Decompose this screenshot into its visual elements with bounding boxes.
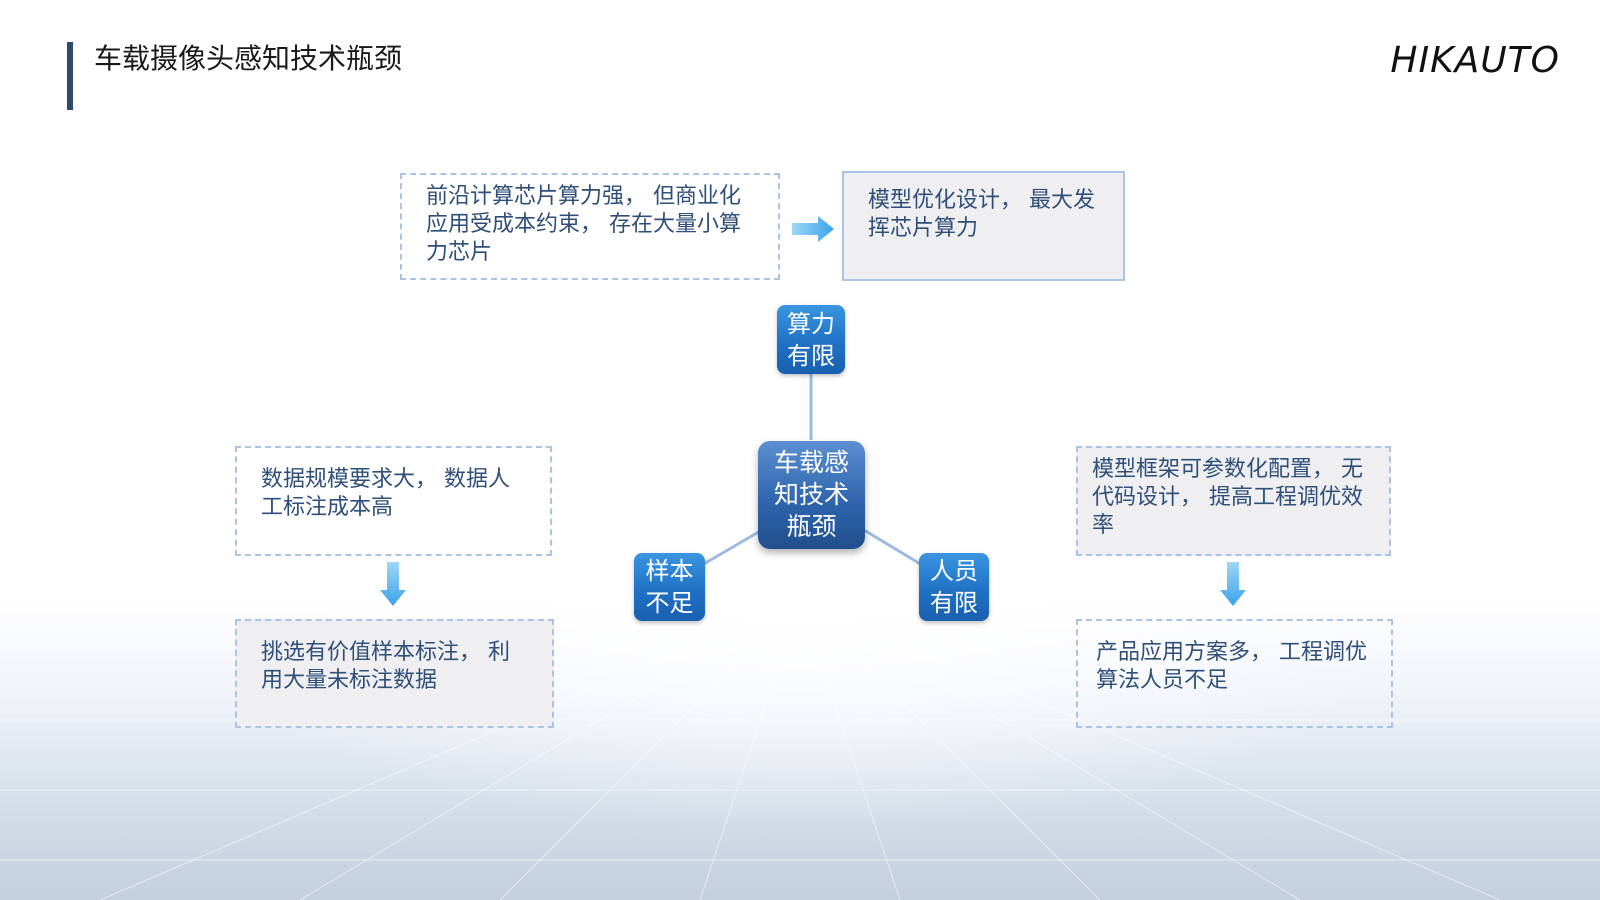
node-personnel: 人员有限 <box>919 553 989 621</box>
arrow-right-icon <box>792 216 834 242</box>
title-accent-bar <box>67 42 73 110</box>
node-center: 车载感知技术瓶颈 <box>758 441 865 549</box>
compute-problem-box: 前沿计算芯片算力强， 但商业化应用受成本约束， 存在大量小算力芯片 <box>400 173 780 280</box>
node-samples: 样本不足 <box>634 553 705 621</box>
personnel-problem-box: 产品应用方案多， 工程调优算法人员不足 <box>1076 619 1393 728</box>
connector-samples <box>701 528 763 567</box>
brand-logo: HIKAUTO <box>1390 40 1560 81</box>
samples-solution-text: 挑选有价值样本标注， 利用大量未标注数据 <box>261 640 510 693</box>
node-compute: 算力有限 <box>777 305 845 374</box>
arrow-down-icon <box>1220 562 1246 606</box>
personnel-solution-text: 模型框架可参数化配置， 无代码设计， 提高工程调优效率 <box>1092 457 1363 538</box>
compute-problem-text: 前沿计算芯片算力强， 但商业化应用受成本约束， 存在大量小算力芯片 <box>426 184 741 265</box>
samples-solution-box: 挑选有价值样本标注， 利用大量未标注数据 <box>235 619 554 728</box>
personnel-problem-text: 产品应用方案多， 工程调优算法人员不足 <box>1096 640 1367 693</box>
samples-problem-text: 数据规模要求大， 数据人工标注成本高 <box>261 467 510 520</box>
compute-solution-text: 模型优化设计， 最大发挥芯片算力 <box>868 188 1095 241</box>
page-title: 车载摄像头感知技术瓶颈 <box>94 42 403 75</box>
connector-personnel <box>863 528 923 567</box>
personnel-solution-box: 模型框架可参数化配置， 无代码设计， 提高工程调优效率 <box>1076 446 1391 556</box>
compute-solution-box: 模型优化设计， 最大发挥芯片算力 <box>842 171 1125 281</box>
arrow-down-icon <box>380 562 406 606</box>
samples-problem-box: 数据规模要求大， 数据人工标注成本高 <box>235 446 552 556</box>
